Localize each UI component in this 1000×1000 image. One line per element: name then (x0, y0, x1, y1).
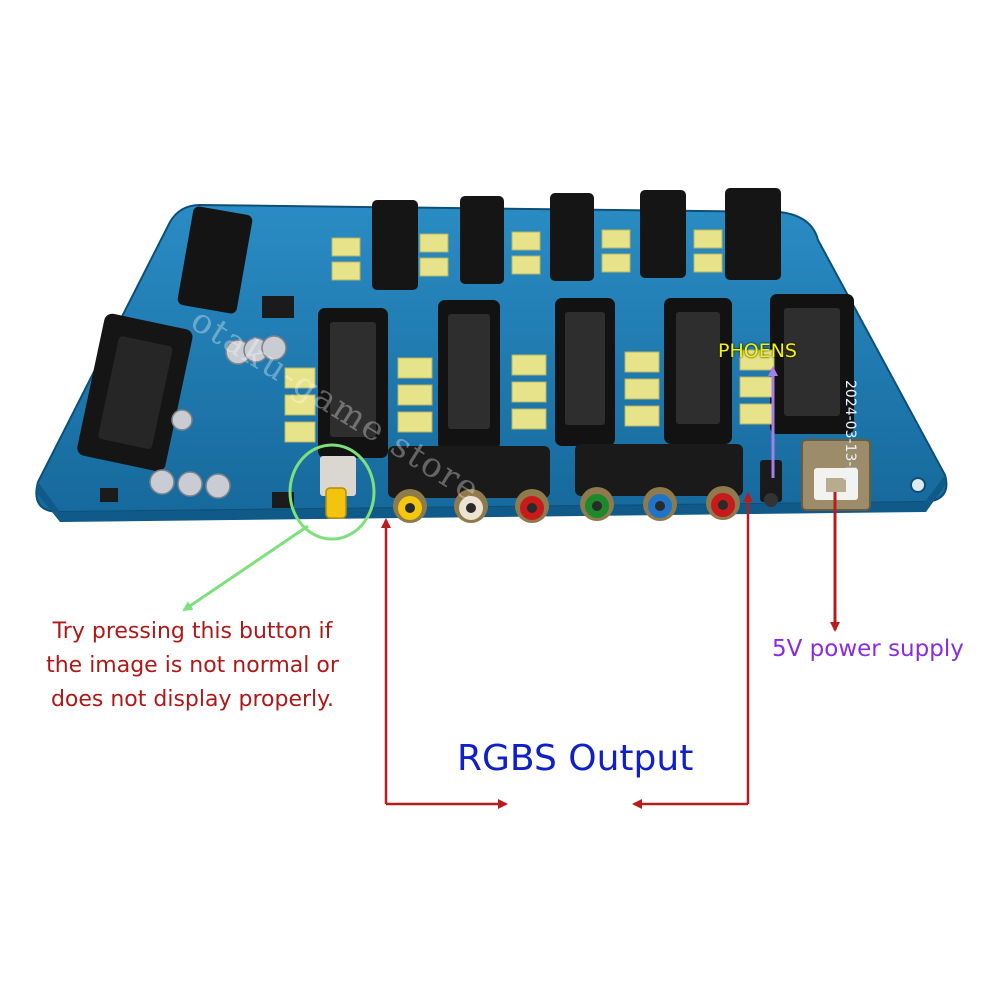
rca-jack-red-right (706, 486, 740, 520)
ic-chips (100, 296, 294, 508)
scart-connectors-back-row (372, 188, 781, 290)
sync-push-button (320, 456, 356, 519)
power-supply-label: 5V power supply (772, 636, 964, 662)
scart-connector-left-top (177, 206, 253, 314)
scart-connector-left (77, 313, 193, 472)
board-date-marking: 2024-03-13-DJF (842, 380, 858, 490)
rca-jack-yellow (393, 489, 427, 523)
usb-b-port (801, 439, 871, 511)
phoenix-connector-label: PHOENS (718, 340, 797, 362)
button-note-line-2: the image is not normal or (46, 653, 339, 678)
button-highlight-circle (288, 443, 376, 541)
rca-housing-left (388, 446, 550, 498)
button-help-note: Try pressing this button if the image is… (20, 615, 365, 717)
film-capacitors (284, 229, 775, 443)
rca-jack-blue (643, 487, 677, 521)
rca-jack-green (580, 487, 614, 521)
button-note-line-1: Try pressing this button if (52, 619, 333, 644)
scart-connectors-front-row (318, 294, 854, 458)
phoenix-connector (760, 460, 782, 507)
green-pointer-arrow (182, 524, 309, 612)
rgbs-output-label: RGBS Output (457, 738, 694, 779)
rca-housing-right (575, 444, 743, 496)
mounting-hole (910, 477, 926, 493)
rca-jack-red-left (515, 489, 549, 523)
button-note-line-3: does not display properly. (50, 687, 335, 712)
electrolytic-capacitors (149, 335, 287, 499)
rca-jack-white (454, 489, 488, 523)
